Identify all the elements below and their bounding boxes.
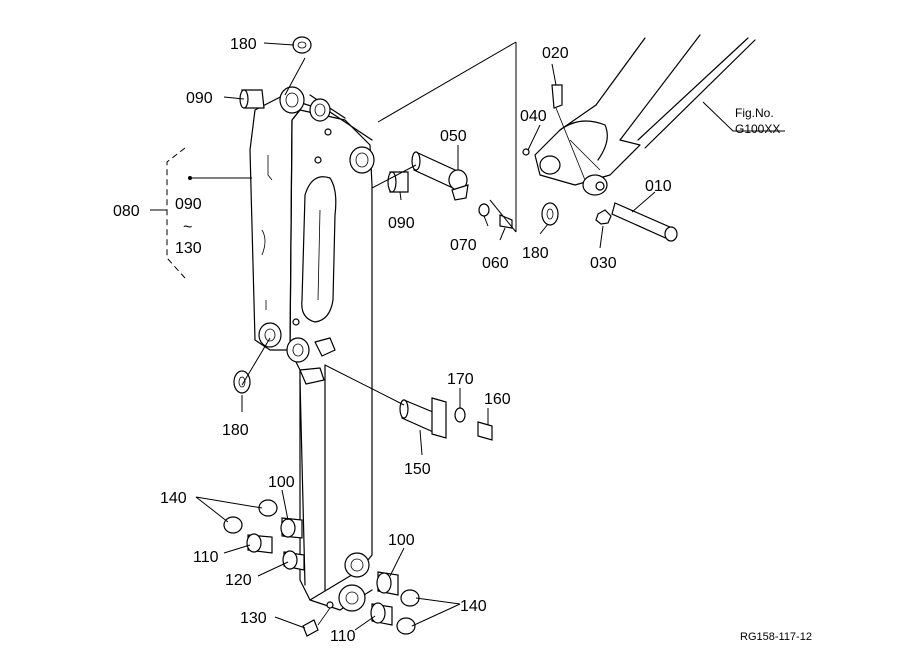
figref-line2: G100XX — [735, 122, 780, 136]
part-170-washer — [454, 407, 466, 423]
label-140-right: 140 — [460, 598, 487, 615]
part-050-pin — [411, 151, 469, 201]
part-150-pin — [399, 397, 447, 439]
label-100-left: 100 — [268, 474, 295, 491]
label-040: 040 — [520, 108, 547, 125]
label-110-bottom: 110 — [330, 628, 356, 645]
part-070-washer — [478, 203, 490, 217]
label-180-right: 180 — [522, 245, 549, 262]
part-160-bolt — [477, 421, 493, 441]
bottom-bosses — [338, 552, 370, 612]
bushings-left — [223, 499, 305, 571]
part-130-grease-nipple — [302, 601, 334, 637]
label-130-bottom: 130 — [240, 610, 267, 627]
part-060-bolt — [499, 214, 513, 229]
label-100-right: 100 — [388, 532, 415, 549]
middle-pivot-bosses — [258, 318, 310, 363]
label-090-group: 090 — [175, 196, 202, 213]
part-030-nut — [595, 209, 612, 225]
part-180-washer-right — [541, 202, 559, 226]
part-labels: 180 090 080 090 ~ 130 090 050 070 060 02… — [113, 36, 812, 645]
boom-assembly — [522, 34, 756, 196]
label-060: 060 — [482, 255, 509, 272]
label-180-top: 180 — [230, 36, 257, 53]
label-160: 160 — [484, 391, 511, 408]
part-020-bolt — [551, 84, 586, 181]
bushings-right — [370, 571, 420, 635]
label-170: 170 — [447, 371, 474, 388]
leader-lines — [150, 42, 785, 631]
label-030: 030 — [590, 255, 617, 272]
label-080: 080 — [113, 203, 140, 220]
label-010: 010 — [645, 178, 672, 195]
drawing-id: RG158-117-12 — [740, 631, 812, 643]
label-090-top: 090 — [186, 90, 213, 107]
part-180-washer-left — [233, 370, 251, 394]
label-140-left: 140 — [160, 490, 187, 507]
label-020: 020 — [542, 45, 569, 62]
label-070: 070 — [450, 237, 477, 254]
label-tilde: ~ — [183, 219, 192, 236]
part-180-washer-top — [292, 36, 312, 54]
label-110-left: 110 — [193, 549, 219, 566]
label-150: 150 — [404, 461, 431, 478]
part-090-bushing-right — [387, 171, 409, 193]
phantom-lines — [166, 41, 517, 406]
top-pivot-bosses — [279, 86, 375, 174]
figref-line1: Fig.No. — [735, 106, 774, 120]
label-090-right: 090 — [388, 215, 415, 232]
part-010-pin — [611, 202, 678, 242]
label-180-left: 180 — [222, 422, 249, 439]
label-120: 120 — [225, 572, 252, 589]
label-130-group: 130 — [175, 240, 202, 257]
label-050: 050 — [440, 128, 467, 145]
